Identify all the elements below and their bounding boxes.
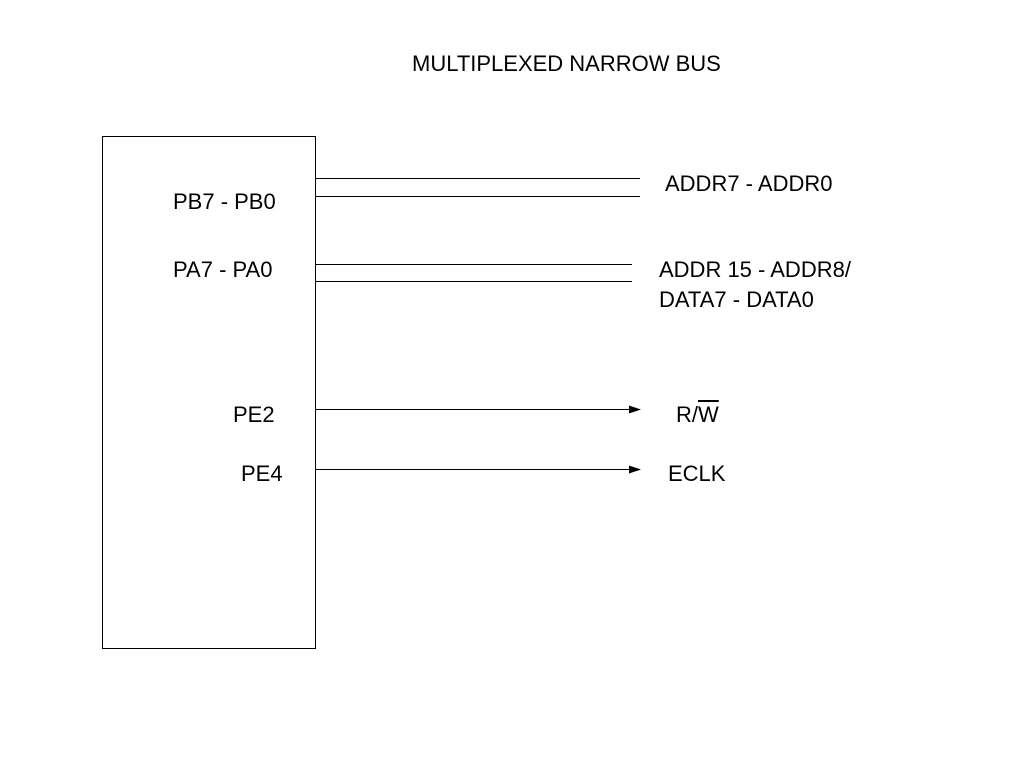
signal-label-rw: R/W [676, 403, 719, 427]
mcu-chip-box [102, 136, 316, 649]
signal-label-rw-prefix: R/ [676, 402, 698, 427]
signal-label-rw-overbar: W [698, 402, 719, 427]
pin-label-pe2: PE2 [233, 402, 275, 427]
signal-label-addr-low: ADDR7 - ADDR0 [665, 171, 833, 196]
port-a-bus [316, 264, 632, 282]
port-b-bus [316, 178, 640, 197]
signal-label-addr-high: ADDR 15 - ADDR8/ [659, 257, 851, 282]
diagram-title: MULTIPLEXED NARROW BUS [412, 51, 721, 76]
signal-label-data: DATA7 - DATA0 [659, 287, 814, 312]
pin-label-port-b: PB7 - PB0 [173, 189, 276, 214]
pin-label-pe4: PE4 [241, 461, 283, 486]
signal-label-eclk: ECLK [668, 461, 726, 486]
pin-label-port-a: PA7 - PA0 [173, 257, 273, 282]
